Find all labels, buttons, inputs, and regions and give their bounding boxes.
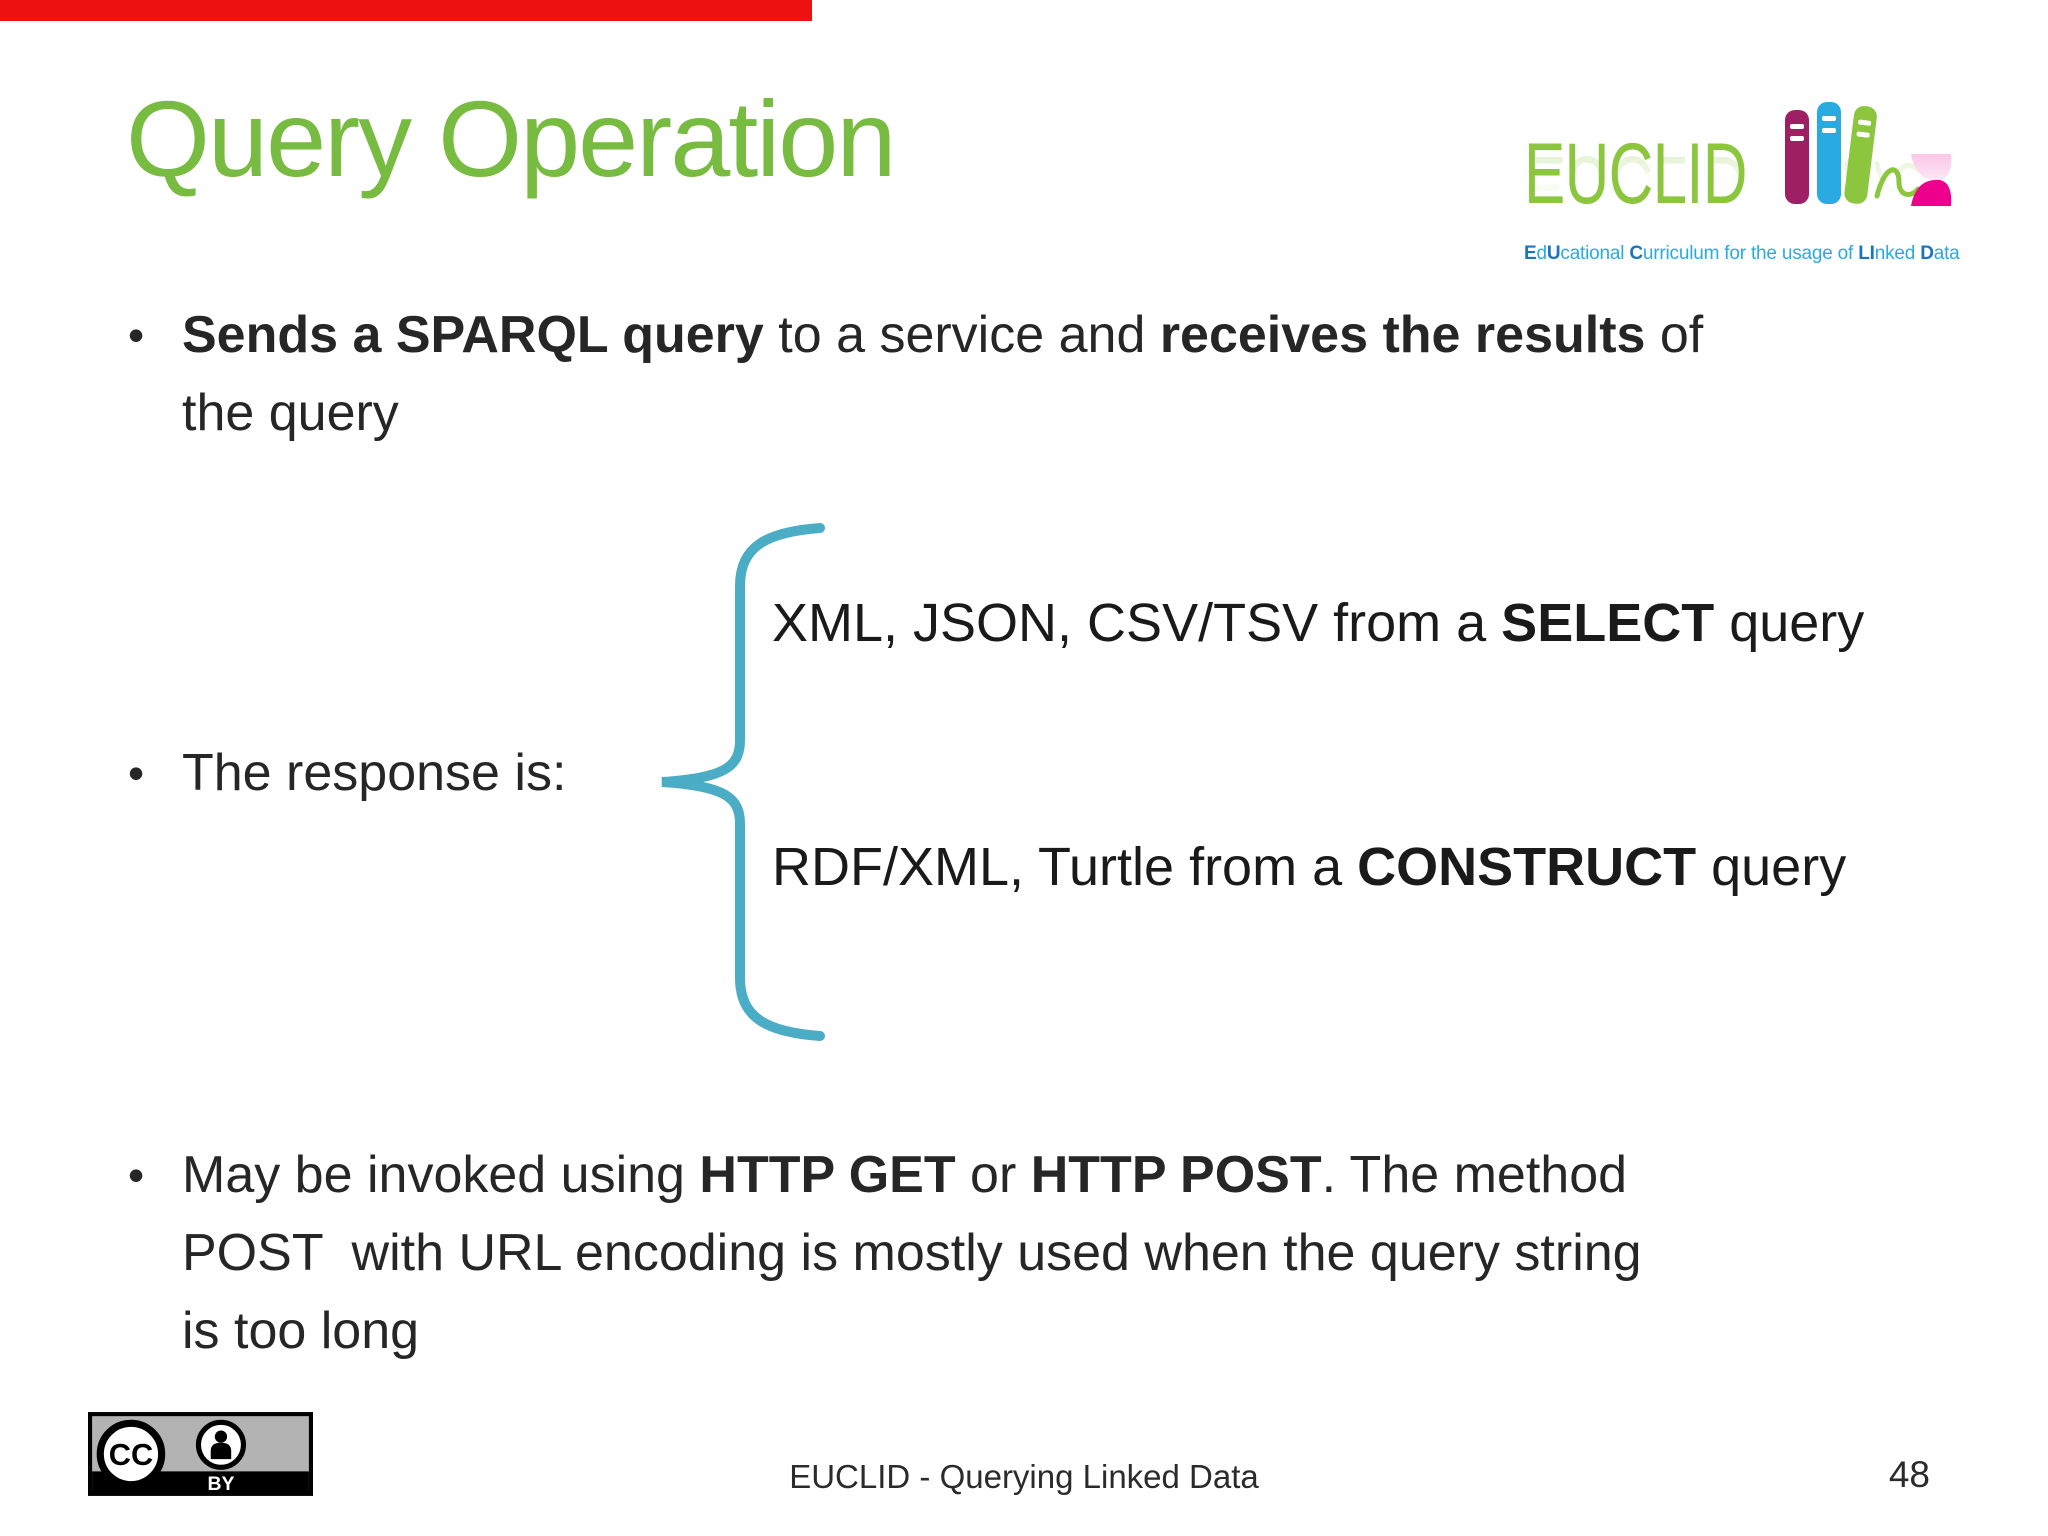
bullet-http-methods-text: May be invoked using HTTP GET or HTTP PO… xyxy=(182,1146,1642,1360)
bullet-sends-query-text: Sends a SPARQL query to a service and re… xyxy=(182,306,1704,442)
bullet-sends-query: • Sends a SPARQL query to a service and … xyxy=(128,296,1703,452)
bullet-dot: • xyxy=(128,1149,145,1201)
video-progress-bar xyxy=(0,0,812,21)
cc-by-license-badge: CC BY xyxy=(88,1412,313,1501)
bullet-dot: • xyxy=(128,747,145,799)
bullet-response-is: • The response is: xyxy=(128,734,566,812)
bullet-http-methods: • May be invoked using HTTP GET or HTTP … xyxy=(128,1136,1642,1370)
cc-circle-text: CC xyxy=(109,1437,153,1472)
bullet-dot: • xyxy=(128,309,145,361)
books-and-mouse-icon xyxy=(1777,92,1953,217)
footer-credit: EUCLID - Querying Linked Data xyxy=(789,1458,1259,1495)
page-number: 48 xyxy=(1888,1454,1930,1495)
euclid-logo: EUCLID EdU xyxy=(1524,92,1994,265)
response-construct-line: RDF/XML, Turtle from a CONSTRUCT query xyxy=(772,837,1847,897)
slide-title: Query Operation xyxy=(126,78,896,199)
response-brace-icon xyxy=(652,522,827,1047)
person-icon xyxy=(214,1430,228,1443)
euclid-tagline: EdUcational Curriculum for the usage of … xyxy=(1524,243,1960,264)
cc-by-text: BY xyxy=(207,1473,234,1495)
bullet-response-is-text: The response is: xyxy=(182,744,567,802)
euclid-wordmark: EUCLID xyxy=(1524,126,1747,222)
response-select-line: XML, JSON, CSV/TSV from a SELECT query xyxy=(772,593,1865,653)
euclid-logo-row: EUCLID xyxy=(1524,92,1994,217)
